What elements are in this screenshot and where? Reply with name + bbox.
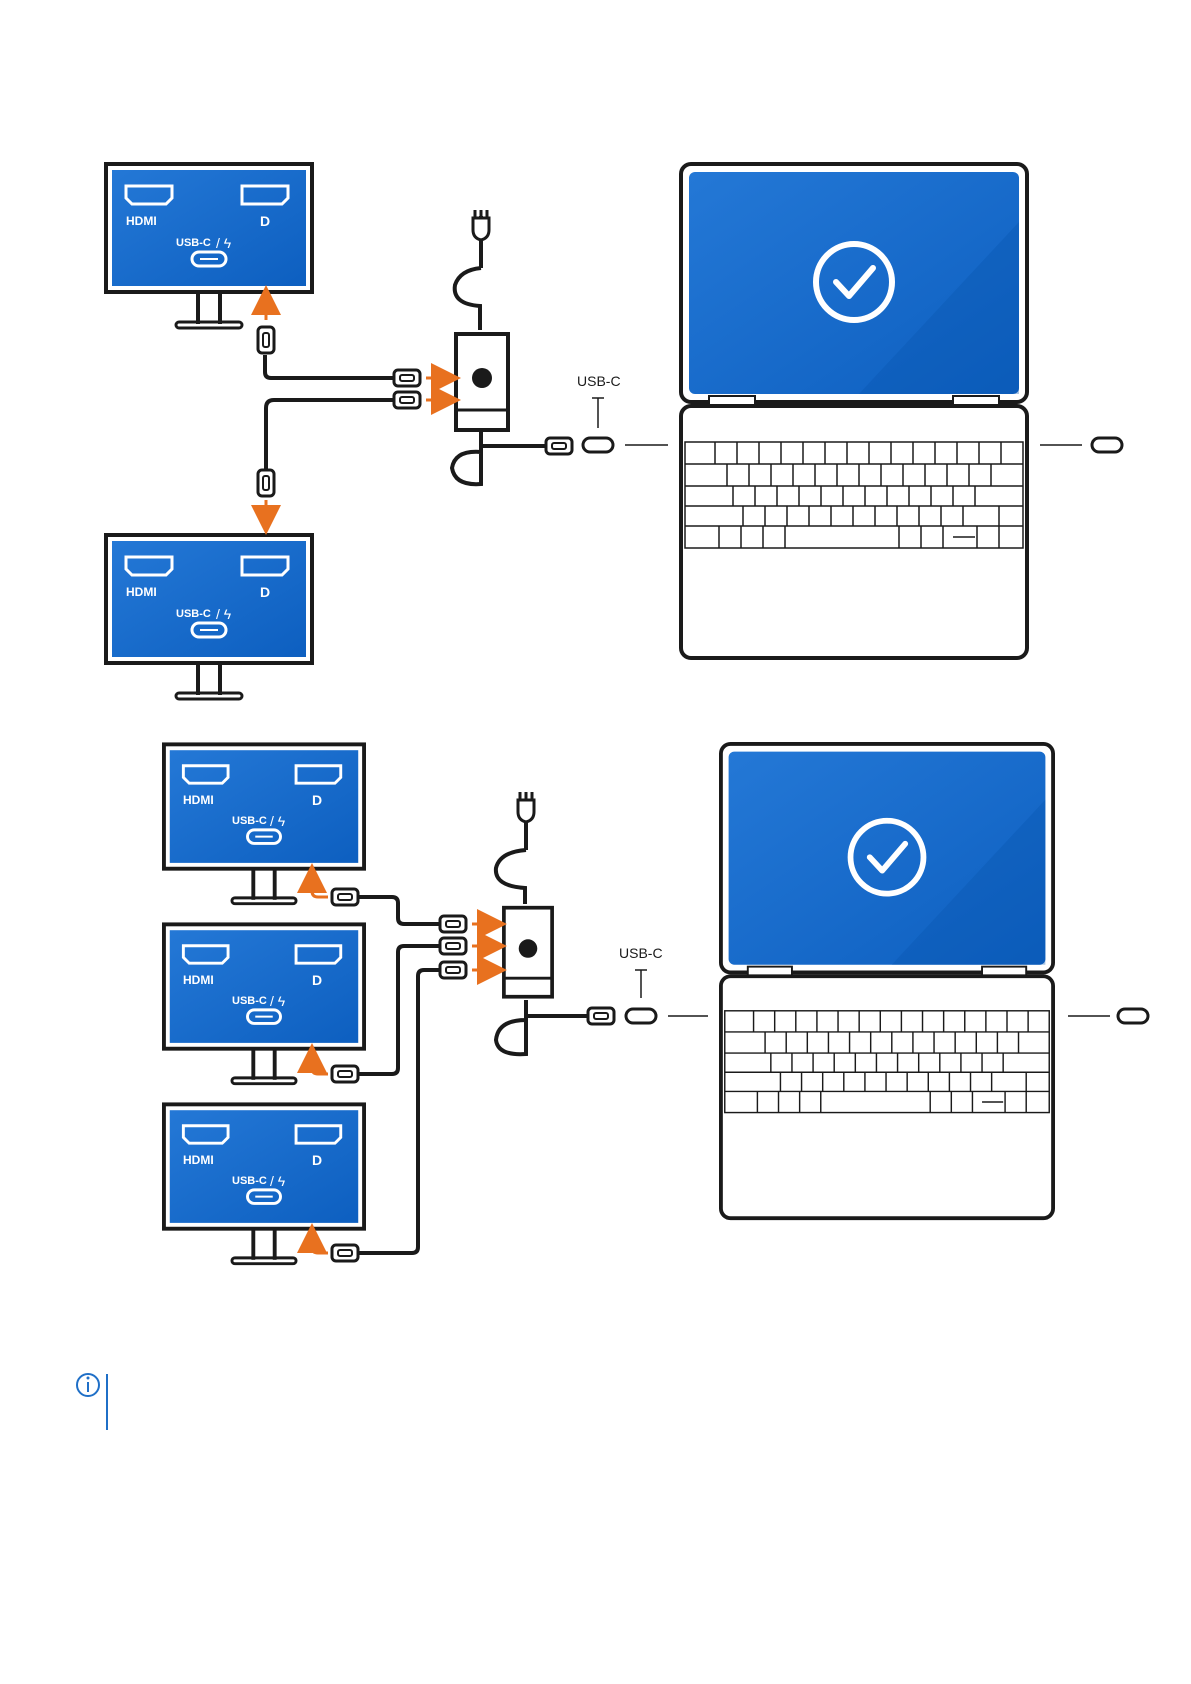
displayport-icon: D: [312, 792, 322, 808]
hdmi-label: HDMI: [183, 793, 214, 807]
thunderbolt-icon: / ϟ: [270, 993, 286, 1009]
usb-c-plug: [546, 438, 572, 454]
hdmi-label: HDMI: [183, 973, 214, 987]
usb-c-plug: [440, 916, 466, 932]
note-bar: [106, 1374, 108, 1430]
displayport-icon: D: [260, 584, 270, 600]
usb-c-label: USB-C: [176, 608, 211, 620]
usb-c-plug: [332, 1245, 358, 1261]
usb-c-plug: [332, 889, 358, 905]
usb-c-callout: USB-C: [619, 945, 663, 961]
usb-c-port: [583, 438, 613, 452]
monitor-2: HDMI USB-C D / ϟ: [164, 924, 364, 1083]
thunderbolt-icon: / ϟ: [216, 235, 232, 251]
usb-c-plug: [440, 938, 466, 954]
monitor-2: HDMI USB-C D / ϟ: [106, 535, 312, 699]
monitor-1: HDMI USB-C D / ϟ: [106, 164, 312, 328]
usb-c-label: USB-C: [176, 237, 211, 249]
hdmi-label: HDMI: [126, 585, 157, 599]
usb-c-plug: [258, 327, 274, 353]
usb-c-plug: [440, 962, 466, 978]
usb-c-label: USB-C: [232, 815, 267, 827]
laptop: [681, 164, 1027, 658]
monitor-3: HDMI USB-C D / ϟ: [164, 1104, 364, 1263]
usb-c-port: [1092, 438, 1122, 452]
usb-c-plug: [332, 1066, 358, 1082]
power-plug-icon: [518, 792, 534, 822]
usb-c-port: [626, 1009, 656, 1023]
usb-c-callout: USB-C: [577, 373, 621, 389]
displayport-icon: D: [260, 213, 270, 229]
displayport-icon: D: [312, 972, 322, 988]
cables: [358, 804, 588, 1253]
displayport-icon: D: [312, 1152, 322, 1168]
usb-c-label: USB-C: [232, 995, 267, 1007]
usb-c-plug: [394, 370, 420, 386]
thunderbolt-icon: / ϟ: [216, 606, 232, 622]
laptop: [721, 744, 1053, 1218]
usb-c-plug: [588, 1008, 614, 1024]
monitor-1: HDMI USB-C D / ϟ: [164, 744, 364, 903]
power-adapter: [504, 908, 552, 997]
hdmi-label: HDMI: [126, 214, 157, 228]
usb-c-plug: [394, 392, 420, 408]
hdmi-label: HDMI: [183, 1153, 214, 1167]
power-adapter: [456, 334, 508, 430]
power-plug-icon: [473, 210, 489, 240]
usb-c-port: [1118, 1009, 1148, 1023]
usb-c-plug: [258, 470, 274, 496]
scenario-two-monitors: HDMI USB-C D / ϟ HDMI USB-C D / ϟ: [106, 164, 1122, 699]
thunderbolt-icon: / ϟ: [270, 1173, 286, 1189]
note-callout: [76, 1374, 116, 1430]
thunderbolt-icon: / ϟ: [270, 813, 286, 829]
scenario-three-monitors: HDMI USB-C D / ϟ HDMI USB-C D / ϟ HDMI U…: [164, 744, 1148, 1264]
arrows: [266, 300, 446, 520]
usb-c-label: USB-C: [232, 1175, 267, 1187]
